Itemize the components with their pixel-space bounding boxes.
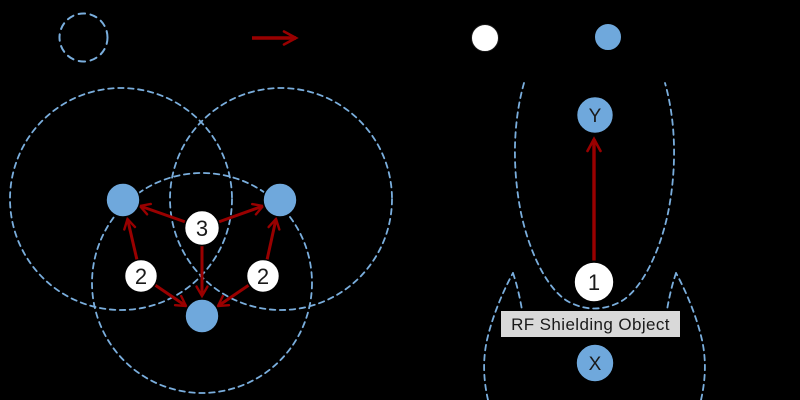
- badge-2-left-circle: [123, 258, 159, 294]
- node-y-circle: [575, 95, 615, 135]
- range-horn-right-inner: [666, 272, 677, 311]
- left-diagram: 2 3 2: [9, 87, 393, 394]
- badge-3-center: 3: [183, 209, 221, 247]
- badge-1-label: 1: [588, 270, 600, 295]
- badge-2-right: 2: [245, 258, 281, 294]
- range-circle-top-left: [9, 87, 233, 311]
- edge-2right-to-topright: [265, 216, 281, 261]
- edge-3-to-topright: [217, 202, 266, 224]
- rf-shielding-object: RF Shielding Object: [501, 311, 680, 337]
- range-horn-left-outer: [483, 272, 514, 400]
- node-x-circle: [575, 343, 615, 383]
- rf-shielding-box: [501, 311, 680, 337]
- dashed-circle-range-icon: [58, 12, 109, 63]
- badge-2-left-label: 2: [135, 264, 147, 289]
- badge-3-circle: [183, 209, 221, 247]
- badge-1: 1: [573, 261, 615, 303]
- node-x: X: [575, 343, 615, 383]
- shadow-region-arch: [514, 82, 675, 310]
- node-y-label: Y: [589, 106, 602, 127]
- blue-node-icon: [594, 23, 622, 51]
- range-circle-top-right: [169, 87, 393, 311]
- edge-2left-to-topleft: [123, 216, 139, 261]
- badge-1-circle: [573, 261, 615, 303]
- edge-2right-to-bottom: [216, 283, 250, 308]
- badge-2-right-circle: [245, 258, 281, 294]
- legend: [58, 12, 622, 63]
- badge-2-left: 2: [123, 258, 159, 294]
- range-horn-left-inner: [512, 272, 523, 311]
- badge-3-label: 3: [196, 216, 208, 241]
- right-diagram: Y 1 RF Shielding Object X: [483, 82, 706, 400]
- rf-shielding-label: RF Shielding Object: [511, 315, 670, 334]
- edge-3-to-topleft: [137, 202, 186, 224]
- range-circle-bottom: [91, 172, 313, 394]
- node-x-label: X: [589, 354, 602, 375]
- node-top-left: [105, 182, 141, 218]
- white-node-icon: [471, 24, 499, 52]
- edge-2left-to-bottom: [154, 283, 188, 308]
- range-horn-right-outer: [675, 272, 706, 400]
- node-y: Y: [575, 95, 615, 135]
- node-top-right: [262, 182, 298, 218]
- node-bottom: [184, 298, 220, 334]
- badge-2-right-label: 2: [257, 264, 269, 289]
